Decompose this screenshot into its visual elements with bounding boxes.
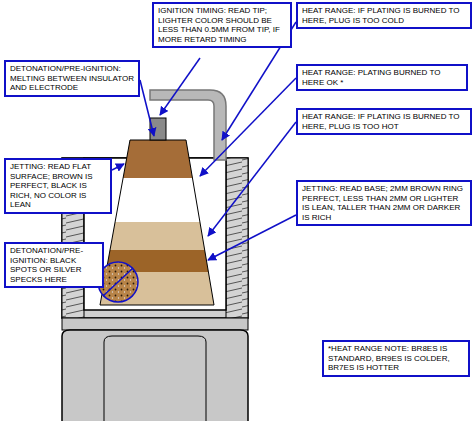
thread: [226, 158, 248, 318]
callout-text: HEAT RANGE: IF PLATING IS BURNED TO HERE…: [302, 6, 466, 25]
callout-text: *HEAT RANGE NOTE: BR8ES IS STANDARD, BR9…: [328, 344, 464, 373]
hex-facet: [104, 336, 206, 421]
callout-box: IGNITION TIMING: READ TIP; LIGHTER COLOR…: [152, 2, 292, 48]
callout-box: JETTING: READ FLAT SURFACE; BROWN IS PER…: [4, 158, 112, 214]
callout-text: HEAT RANGE: PLATING BURNED TO HERE OK *: [302, 68, 462, 87]
callout-text: DETONATION/PRE-IGNITION: BLACK SPOTS OR …: [10, 246, 98, 284]
callout-box: DETONATION/PRE-IGNITION: BLACK SPOTS OR …: [4, 242, 104, 288]
callout-box: HEAT RANGE: IF PLATING IS BURNED TO HERE…: [296, 108, 472, 135]
slash: [103, 268, 133, 296]
callout-box: JETTING: READ BASE; 2MM BROWN RING PERFE…: [296, 180, 472, 226]
callout-text: JETTING: READ FLAT SURFACE; BROWN IS PER…: [10, 162, 106, 210]
callout-text: JETTING: READ BASE; 2MM BROWN RING PERFE…: [302, 184, 466, 222]
callout-box: *HEAT RANGE NOTE: BR8ES IS STANDARD, BR9…: [322, 340, 470, 377]
washer: [62, 318, 248, 330]
callout-box: DETONATION/PRE-IGNITION: MELTING BETWEEN…: [4, 60, 140, 97]
callout-text: IGNITION TIMING: READ TIP; LIGHTER COLOR…: [158, 6, 286, 44]
callout-box: HEAT RANGE: PLATING BURNED TO HERE OK *: [296, 64, 468, 91]
callout-text: DETONATION/PRE-IGNITION: MELTING BETWEEN…: [10, 64, 134, 93]
hex-nut: [62, 330, 248, 421]
callout-box: HEAT RANGE: IF PLATING IS BURNED TO HERE…: [296, 2, 472, 29]
leader-lines: [112, 22, 296, 260]
speck-circle: [98, 262, 138, 302]
callout-text: HEAT RANGE: IF PLATING IS BURNED TO HERE…: [302, 112, 466, 131]
